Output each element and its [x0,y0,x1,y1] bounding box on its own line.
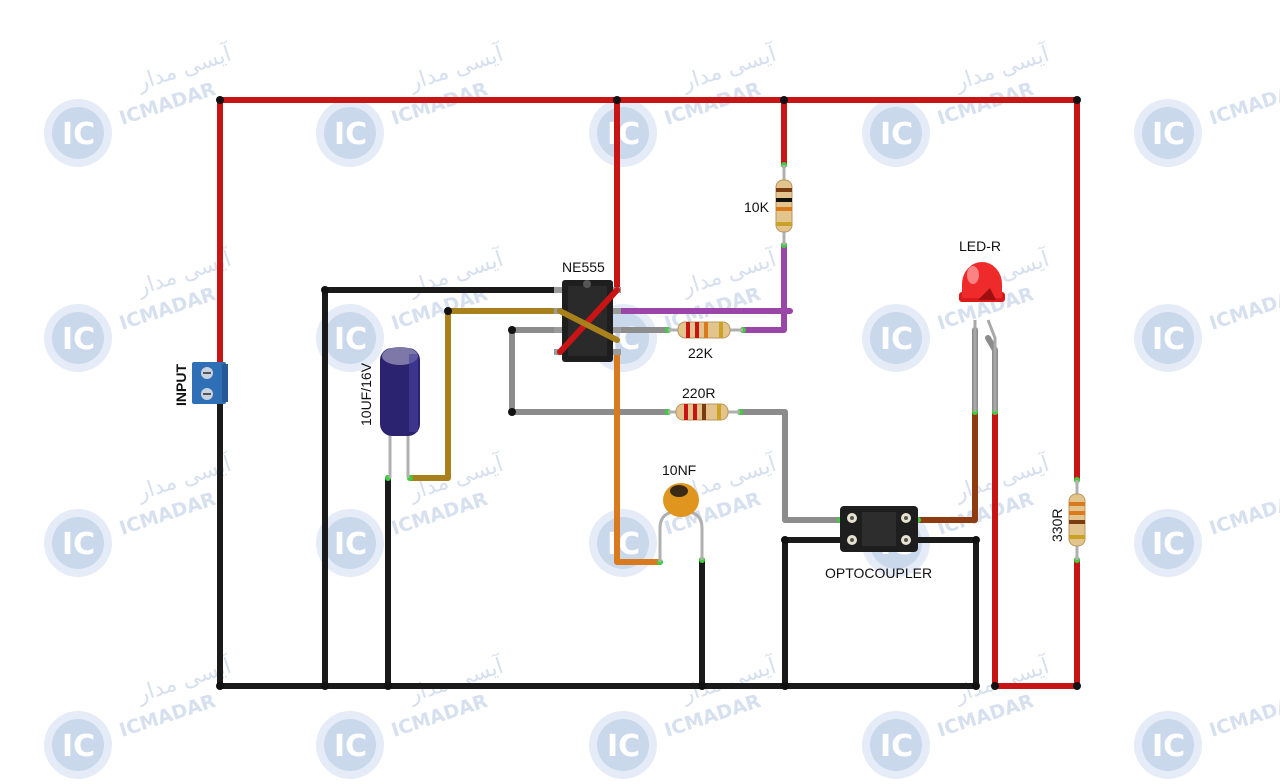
ne555-ic [554,280,621,362]
wire-10k-22k [740,242,787,333]
wire-cap-ic [407,308,561,481]
purple-wires [614,242,793,333]
resistor-10k [775,165,793,245]
red-wires [217,97,1080,689]
input-terminal [192,362,228,404]
resistor-220r-label: 220R [682,385,715,401]
resistor-22k-label: 22K [688,345,714,361]
optocoupler-label: OPTOCOUPLER [825,565,932,581]
resistor-330r-label: 330R [1049,509,1065,542]
resistor-330r [1068,480,1086,560]
resistor-220r [668,403,740,421]
watermark-text: ICMADAR [1207,283,1280,335]
electrolytic-capacitor-label: 10UF/16V [358,362,374,426]
watermark-text: ICMADAR [1207,78,1280,130]
wire-ic-220r [509,327,671,415]
wire-ic-cer-cap [614,349,663,565]
wire-220r-opto [737,409,843,523]
led-label: LED-R [959,238,1001,254]
resistor-10k-label: 10K [744,199,770,215]
wire-gnd-bottom [217,391,979,689]
junction-nodes [216,96,1081,690]
input-label: INPUT [173,364,189,406]
watermark-row-4: ICMADAR آیسی مدار ICMADAR آیسی مدار ICMA… [44,652,1280,779]
optocoupler [840,506,918,552]
watermark-text: ICMADAR [1207,488,1280,540]
resistor-22k [668,321,743,339]
wire-opto-led [915,409,978,523]
ceramic-capacitor-label: 10NF [662,462,696,478]
ceramic-capacitor [658,483,704,562]
wire-330r-led [992,411,1080,689]
ne555-label: NE555 [562,259,605,275]
red-led [959,262,1005,412]
electrolytic-capacitor [380,347,420,478]
watermark-row-1: ICMADAR آیسی مدار ICMADAR آیسی مدار ICMA… [44,40,1280,167]
watermark-text: ICMADAR [1207,690,1280,742]
